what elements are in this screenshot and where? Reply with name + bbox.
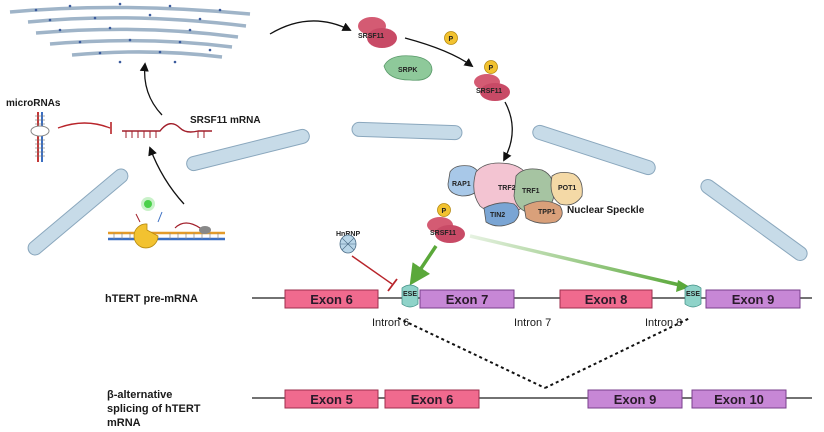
arrowhead-right (676, 280, 690, 292)
microrna-hairpin-icon (30, 112, 50, 162)
microrna-label: microRNAs (6, 98, 61, 109)
arrow-srsf11-to-ese-right (469, 234, 685, 288)
arrow-mrna-to-golgi (139, 62, 163, 116)
inhibit-bar-hnrnp (387, 278, 398, 292)
arrow-golgi-to-srsf11 (269, 20, 352, 35)
ese-element-right: ESE (684, 284, 702, 308)
pre_exons-box-3 (559, 289, 653, 309)
srsf11-top-label: SRSF11 (358, 33, 384, 40)
svg-text:TPP1: TPP1 (538, 209, 556, 216)
post_exons-box-2 (384, 389, 480, 409)
arrow-srsf11-to-ese-left (409, 245, 438, 286)
post-exons: Exon 5 Exon 6 Exon 9 Exon 10 (284, 389, 787, 409)
phosphate-icon-low: P (437, 203, 451, 217)
pre_exons-label-1: Exon 6 (310, 292, 353, 307)
svg-text:P: P (442, 208, 447, 215)
beta-label-line2: splicing of hTERT (107, 403, 201, 415)
pre_exons-box-1 (284, 289, 379, 309)
pre_exons-box-2 (419, 289, 515, 309)
inhibit-hnrnp-to-ese (351, 255, 393, 285)
svg-text:TRF1: TRF1 (522, 188, 540, 195)
splicing-junction-lines (397, 317, 691, 389)
svg-text:P: P (449, 36, 454, 43)
post_exons-box-4 (691, 389, 787, 409)
srsf11-protein-top: SRSF11 (358, 17, 397, 48)
srsf11-protein-mid: SRSF11 (474, 74, 510, 101)
srpk-kinase: SRPK (383, 55, 433, 81)
svg-text:POT1: POT1 (558, 185, 576, 192)
intron6-label: Intron 6 (372, 317, 409, 329)
svg-text:SRSF11: SRSF11 (476, 88, 502, 95)
svg-text:ESE: ESE (403, 291, 417, 298)
post_exons-label-3: Exon 9 (614, 392, 657, 407)
pre_exons-label-4: Exon 9 (732, 292, 775, 307)
srsf11-mrna-icon (122, 123, 212, 138)
shelterin-labels: RAP1 TRF2 TRF1 POT1 TIN2 TPP1 (452, 181, 576, 219)
pre_exons-label-3: Exon 8 (585, 292, 628, 307)
arrow-srsf11-to-speckle (503, 101, 513, 162)
post_exons-box-1 (284, 389, 379, 409)
ribosome-dots (34, 2, 222, 64)
dna-transcription-icon (108, 197, 225, 249)
post_exons-label-2: Exon 6 (411, 392, 454, 407)
intron8-label: Intron 8 (645, 317, 682, 329)
inhibit-microrna-to-mrna (57, 122, 111, 129)
pre_exons-box-4 (705, 289, 801, 309)
nuclear-speckle-label: Nuclear Speckle (567, 205, 645, 216)
nuclear-envelope (27, 121, 808, 262)
ese-element-left: ESE (401, 284, 419, 308)
svg-text:SRPK: SRPK (398, 67, 417, 74)
phosphate-icon-mid: P (484, 60, 498, 74)
svg-text:TRF2: TRF2 (498, 185, 516, 192)
svg-text:SRSF11: SRSF11 (430, 230, 456, 237)
pre-mrna-label: hTERT pre-mRNA (105, 293, 198, 305)
pre_exons-label-2: Exon 7 (446, 292, 489, 307)
shelterin-complex (447, 162, 583, 227)
post_exons-label-1: Exon 5 (310, 392, 353, 407)
beta-label-line1: β-alternative (107, 389, 172, 401)
intron7-label: Intron 7 (514, 317, 551, 329)
pre-exons: Exon 6 Exon 7 Exon 8 Exon 9 (284, 289, 801, 309)
hnrnp-label: HnRNP (336, 231, 360, 238)
svg-text:TIN2: TIN2 (490, 212, 505, 219)
arrow-transcription-to-mrna (148, 146, 185, 205)
srsf11-mrna-label: SRSF11 mRNA (190, 115, 261, 126)
hnrnp-protein-icon (339, 234, 357, 254)
svg-text:P: P (489, 65, 494, 72)
srsf11-protein-low: SRSF11 (427, 217, 465, 243)
svg-text:ESE: ESE (686, 291, 700, 298)
arrow-srsf11-to-phospho (404, 37, 474, 68)
phosphate-icon-top: P (444, 31, 458, 45)
post_exons-label-4: Exon 10 (714, 392, 764, 407)
beta-label-line3: mRNA (107, 417, 141, 429)
post_exons-box-3 (587, 389, 683, 409)
golgi-icon (9, 5, 251, 59)
svg-text:RAP1: RAP1 (452, 181, 471, 188)
